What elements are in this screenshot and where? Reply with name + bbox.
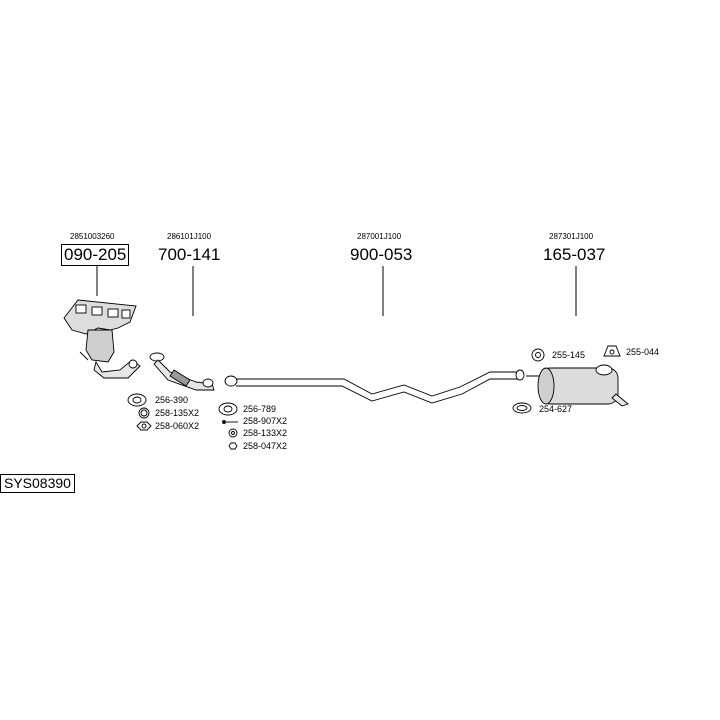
manifold-catalyst-drawing [63, 299, 141, 379]
accessory-255-044[interactable]: 255-044 [626, 347, 660, 357]
accessory-254-627[interactable]: 254-627 [539, 404, 573, 414]
accessory-256-390[interactable]: 256-390 [155, 395, 189, 405]
oem-number-090-205: 2851003260 [70, 232, 115, 241]
accessory-256-789[interactable]: 256-789 [243, 404, 277, 414]
front-pipe-drawing [149, 352, 215, 391]
part-ref-700-141[interactable]: 700-141 [158, 245, 221, 264]
accessory-258-047X2[interactable]: 258-047X2 [243, 441, 288, 451]
part-ref-090-205[interactable]: 090-205 [61, 244, 130, 266]
accessory-258-135X2[interactable]: 258-135X2 [155, 408, 200, 418]
accessory-255-145[interactable]: 255-145 [552, 350, 586, 360]
oem-number-900-053: 287001J100 [357, 232, 402, 241]
part-ref-900-053[interactable]: 900-053 [350, 245, 413, 264]
accessory-258-907X2[interactable]: 258-907X2 [243, 416, 288, 426]
accessory-258-060X2[interactable]: 258-060X2 [155, 421, 200, 431]
oem-number-165-037: 287301J100 [549, 232, 594, 241]
rear-silencer-drawing [526, 364, 629, 407]
system-code: SYS08390 [0, 474, 75, 493]
part-ref-165-037[interactable]: 165-037 [543, 245, 606, 264]
oem-number-700-141: 286101J100 [167, 232, 212, 241]
accessory-258-133X2[interactable]: 258-133X2 [243, 428, 288, 438]
nut-icon [228, 442, 238, 450]
middle-pipe-drawing [224, 369, 525, 404]
